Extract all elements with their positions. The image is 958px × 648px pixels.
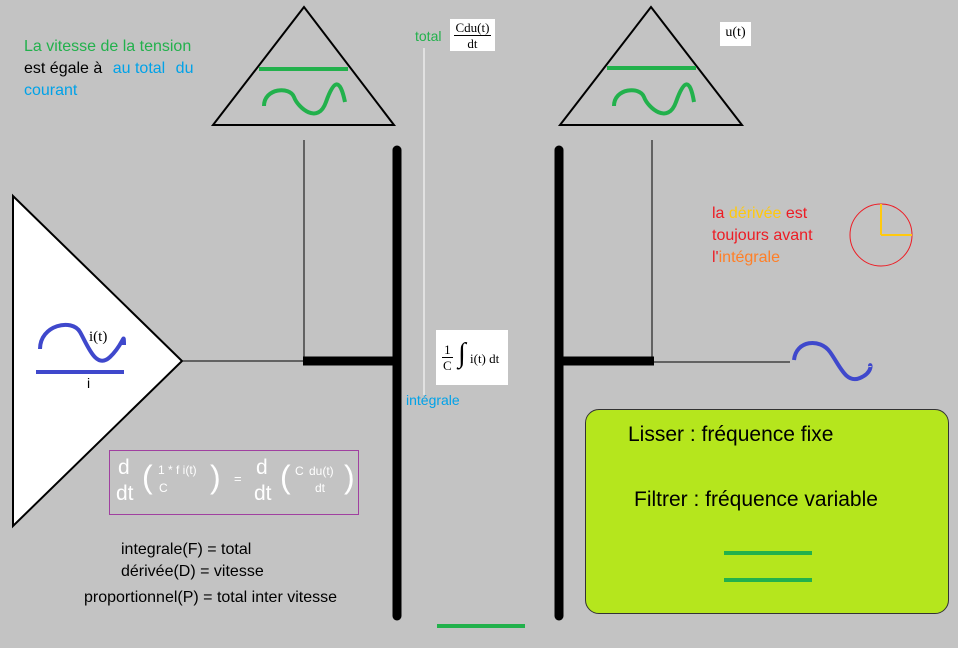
formula-paren-open-1: ( <box>142 459 153 495</box>
left-triangle-blue-wave <box>38 322 126 363</box>
derivative-formula-box: d dt ( 1 * f i(t) C ) = d dt ( C du(t) d… <box>109 450 359 515</box>
intro-line-3: courant <box>24 82 78 99</box>
intro-est-egale: est égale à <box>24 60 103 77</box>
total-label: total <box>415 28 442 44</box>
integrale-caption: intégrale <box>406 392 460 408</box>
left-top-triangle <box>210 5 397 126</box>
right-blue-wave <box>792 341 873 382</box>
formula-d1: d <box>118 456 130 479</box>
derivee-integrale-word: intégrale <box>718 249 780 266</box>
derivee-line-1: la dérivée est <box>712 203 813 225</box>
right-triangle-sine-wave <box>612 82 696 116</box>
derivee-line-2: toujours avant <box>712 227 813 244</box>
panel-green-line-1 <box>724 551 812 555</box>
formula-c1: C <box>159 481 168 495</box>
intro-line-1: La vitesse de la tension <box>24 38 192 55</box>
derivee-line-3: l'intégrale <box>712 247 813 269</box>
integral-body: i(t) dt <box>470 351 500 366</box>
pid-derivee: dérivée(D) = vitesse <box>121 563 264 580</box>
formula-paren-open-2: ( <box>280 459 291 495</box>
integral-fraction: 1 C <box>441 342 454 373</box>
pid-integrale: integrale(F) = total <box>121 541 252 558</box>
formula-c2: C <box>295 464 304 478</box>
formula-dt1: dt <box>116 482 134 505</box>
lisser-text: Lisser : fréquence fixe <box>628 423 834 446</box>
cdu-denominator: dt <box>467 36 478 51</box>
integral-fraction-num: 1 <box>442 342 453 358</box>
filter-notes-panel: Lisser : fréquence fixe Filtrer : fréque… <box>585 409 949 614</box>
formula-dut: du(t) <box>309 464 334 478</box>
ut-label-box: u(t) <box>720 22 751 46</box>
right-top-triangle <box>557 5 745 126</box>
formula-paren-close-2: ) <box>344 459 355 495</box>
pid-proportionnel: proportionnel(P) = total inter vitesse <box>84 589 338 606</box>
it-label: i(t) <box>89 329 108 345</box>
panel-green-line-2 <box>724 578 812 582</box>
integral-sign: ∫ <box>458 338 466 369</box>
i-label: i <box>87 375 91 391</box>
cdu-numerator: Cdu(t) <box>453 20 492 36</box>
formula-d2: d <box>256 456 268 479</box>
filtrer-text: Filtrer : fréquence variable <box>634 488 878 511</box>
left-triangle-sine-wave <box>262 82 347 116</box>
intro-au-total: au total <box>112 60 166 77</box>
cdu-fraction: Cdu(t) dt <box>453 20 492 51</box>
intro-line-2: est égale à au total du <box>24 58 193 80</box>
derivee-word-est: est <box>785 205 808 222</box>
derivee-l-prefix: l' <box>712 249 719 266</box>
cdu-fraction-box: Cdu(t) dt <box>450 19 495 51</box>
derivee-note: la dérivée est toujours avant l'intégral… <box>712 203 813 269</box>
ut-label: u(t) <box>725 25 746 40</box>
formula-dt2: dt <box>254 482 272 505</box>
integral-fraction-den: C <box>443 358 452 373</box>
formula-one-f: 1 * f i(t) <box>158 463 197 477</box>
formula-dt3: dt <box>315 481 326 495</box>
intro-du: du <box>175 60 194 77</box>
integral-formula-box: 1 C ∫ i(t) dt <box>436 330 508 385</box>
formula-equals: = <box>234 471 242 486</box>
formula-paren-close-1: ) <box>210 459 221 495</box>
intro-text: La vitesse de la tension est égale à au … <box>24 36 193 102</box>
derivee-word-la: la <box>712 205 725 222</box>
derivee-word-derivee: dérivée <box>728 205 782 222</box>
